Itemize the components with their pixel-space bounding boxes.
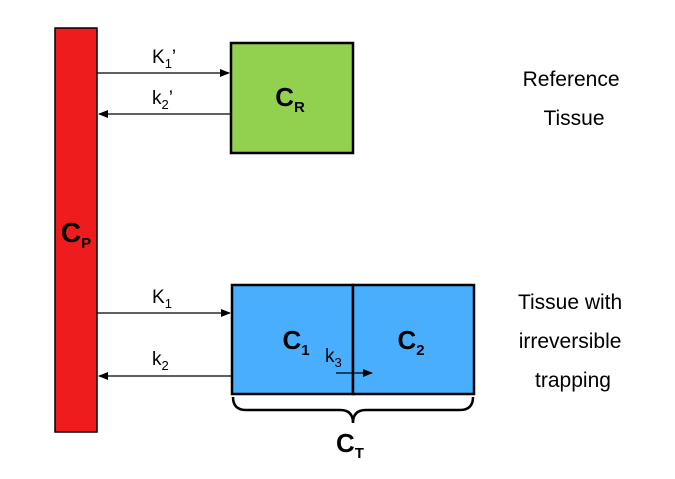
- plasma-compartment: [54, 27, 98, 433]
- reference-compartment-label: CR: [275, 82, 305, 116]
- total-label: CT: [336, 428, 364, 462]
- compartment-c1-label: C1: [282, 325, 309, 359]
- reference-tissue-compartment: [229, 41, 355, 155]
- k1-ref-label: K1’: [152, 47, 176, 71]
- plasma-label: CP: [61, 217, 91, 252]
- k1-label: K1: [152, 287, 172, 311]
- k2-ref-label: k2’: [152, 88, 173, 112]
- k3-label: k3: [325, 346, 342, 370]
- total-brace: [231, 396, 475, 424]
- compartment-c2-label: C2: [397, 325, 424, 359]
- reference-caption: Reference Tissue: [523, 68, 626, 130]
- k2-label: k2: [152, 349, 169, 373]
- target-caption: Tissue with irreversible trapping: [518, 291, 628, 392]
- compartment-c2: [351, 283, 476, 396]
